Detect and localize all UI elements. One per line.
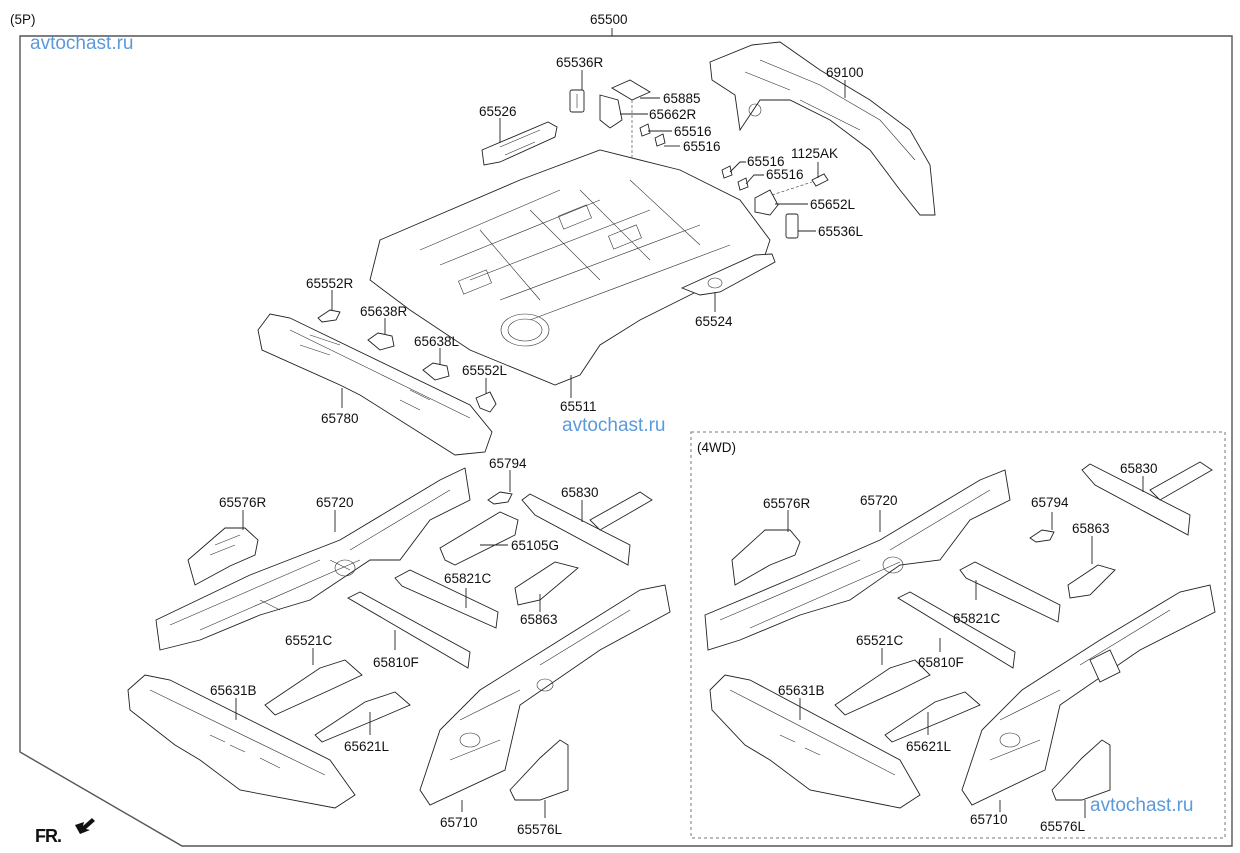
inset-part-65710 bbox=[961, 584, 1216, 806]
watermark-bottom-right: avtochast.ru bbox=[1090, 795, 1194, 816]
inset-part-65576L bbox=[1051, 739, 1111, 801]
part-65552L bbox=[475, 391, 497, 413]
inset-part-65621L bbox=[884, 691, 981, 743]
inset-part-label[interactable]: 65810F bbox=[918, 655, 964, 670]
inset-part-65576R bbox=[731, 529, 801, 586]
assembly-frame bbox=[19, 35, 1233, 847]
part-65516-clips bbox=[639, 123, 749, 191]
inset-part-65863 bbox=[1067, 564, 1116, 599]
inset-part-65631B bbox=[709, 674, 921, 809]
part-65621L bbox=[314, 691, 411, 743]
variant-label-4wd: (4WD) bbox=[697, 440, 736, 455]
part-65536R bbox=[569, 89, 585, 113]
part-65662R bbox=[599, 94, 623, 129]
part-rear-floor-pan bbox=[369, 149, 771, 386]
part-label[interactable]: 65536L bbox=[818, 224, 864, 239]
inset-part-label[interactable]: 65621L bbox=[906, 739, 952, 754]
part-label[interactable]: 65621L bbox=[344, 739, 390, 754]
part-65524 bbox=[680, 253, 776, 296]
part-label[interactable]: 65652L bbox=[810, 197, 856, 212]
part-label[interactable]: 69100 bbox=[826, 65, 864, 80]
inset-part-label[interactable]: 65830 bbox=[1120, 461, 1158, 476]
inset-part-label[interactable]: 65720 bbox=[860, 493, 898, 508]
inset-part-65830 bbox=[1081, 461, 1213, 536]
part-label[interactable]: 65511 bbox=[560, 399, 597, 414]
part-label[interactable]: 65516 bbox=[766, 167, 804, 182]
part-label[interactable]: 65576R bbox=[219, 495, 267, 510]
part-label[interactable]: 65863 bbox=[520, 612, 558, 627]
part-label[interactable]: 65524 bbox=[695, 314, 733, 329]
part-label[interactable]: 65710 bbox=[440, 815, 478, 830]
part-label[interactable]: 1125AK bbox=[791, 146, 839, 161]
part-label[interactable]: 65516 bbox=[683, 139, 721, 154]
part-65830 bbox=[521, 491, 653, 566]
part-label[interactable]: 65552L bbox=[462, 363, 508, 378]
watermark-top-left: avtochast.ru bbox=[30, 33, 134, 54]
inset-4wd-box bbox=[690, 431, 1226, 839]
inset-part-label[interactable]: 65631B bbox=[778, 683, 825, 698]
part-label[interactable]: 65794 bbox=[489, 456, 527, 471]
part-65885 bbox=[611, 79, 651, 101]
part-69100 bbox=[709, 41, 936, 216]
part-label[interactable]: 65821C bbox=[444, 571, 492, 586]
inset-part-label[interactable]: 65794 bbox=[1031, 495, 1069, 510]
leader-65516-d bbox=[745, 174, 764, 185]
part-65576L bbox=[509, 739, 569, 801]
part-label[interactable]: 65662R bbox=[649, 107, 697, 122]
inset-part-65821C bbox=[959, 561, 1061, 623]
front-arrow-icon bbox=[75, 818, 95, 834]
part-65552R bbox=[317, 309, 341, 323]
part-label[interactable]: 65516 bbox=[674, 124, 712, 139]
part-65863 bbox=[514, 561, 579, 606]
part-65794 bbox=[487, 491, 513, 505]
part-65780 bbox=[257, 313, 493, 456]
part-65638L bbox=[422, 362, 450, 381]
inset-part-65720 bbox=[704, 469, 1011, 651]
part-label[interactable]: 65576L bbox=[517, 822, 563, 837]
part-label[interactable]: 65521C bbox=[285, 633, 333, 648]
part-65652L bbox=[754, 189, 779, 216]
part-label[interactable]: 65552R bbox=[306, 276, 354, 291]
part-1125AK-bolt bbox=[811, 173, 829, 187]
part-label[interactable]: 65780 bbox=[321, 411, 359, 426]
part-65631B bbox=[127, 674, 356, 809]
inset-part-65794 bbox=[1029, 529, 1055, 543]
inset-part-label[interactable]: 65863 bbox=[1072, 521, 1110, 536]
part-label[interactable]: 65720 bbox=[316, 495, 354, 510]
part-65810F bbox=[347, 591, 471, 669]
part-label[interactable]: 65536R bbox=[556, 55, 604, 70]
part-label[interactable]: 65516 bbox=[747, 154, 785, 169]
assembly-number-label: 65500 bbox=[590, 12, 628, 27]
part-label[interactable]: 65810F bbox=[373, 655, 419, 670]
leader-65516-c bbox=[729, 161, 746, 173]
inset-part-65810F bbox=[897, 591, 1016, 669]
part-label[interactable]: 65631B bbox=[210, 683, 257, 698]
part-label[interactable]: 65638L bbox=[414, 334, 460, 349]
part-label[interactable]: 65885 bbox=[663, 91, 701, 106]
part-65821C bbox=[394, 569, 499, 629]
inset-part-label[interactable]: 65710 bbox=[970, 812, 1008, 827]
part-label[interactable]: 65105G bbox=[511, 538, 560, 553]
watermark-center: avtochast.ru bbox=[562, 415, 666, 436]
part-65720 bbox=[155, 467, 471, 651]
part-65536L bbox=[785, 213, 799, 239]
part-65638R bbox=[367, 332, 395, 351]
variant-label-5p: (5P) bbox=[10, 12, 36, 27]
part-65521C bbox=[264, 659, 363, 716]
part-label[interactable]: 65526 bbox=[479, 104, 517, 119]
part-65576R bbox=[187, 527, 259, 586]
inset-part-label[interactable]: 65576R bbox=[763, 496, 811, 511]
inset-part-label[interactable]: 65576L bbox=[1040, 819, 1086, 834]
part-label[interactable]: 65830 bbox=[561, 485, 599, 500]
part-65526 bbox=[481, 121, 558, 166]
inset-part-65521C bbox=[834, 659, 931, 716]
part-65710 bbox=[419, 584, 671, 806]
part-65105G bbox=[439, 511, 519, 566]
front-indicator-label: FR. bbox=[35, 826, 62, 846]
part-label[interactable]: 65638R bbox=[360, 304, 408, 319]
inset-part-label[interactable]: 65821C bbox=[953, 611, 1001, 626]
inset-part-label[interactable]: 65521C bbox=[856, 633, 904, 648]
